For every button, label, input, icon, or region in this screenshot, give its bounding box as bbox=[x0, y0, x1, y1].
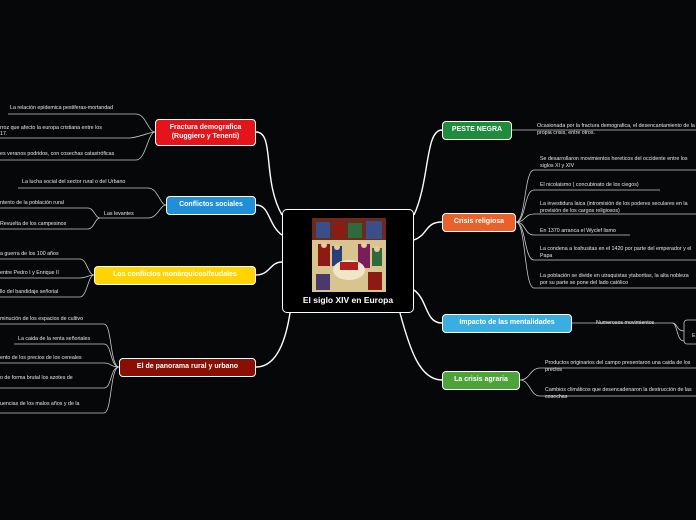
central-topic[interactable]: El siglo XIV en Europa bbox=[282, 209, 414, 313]
topic-impacto-mentalidades[interactable]: Impacto de las mentalidades bbox=[442, 314, 572, 333]
leaf-panorama-5[interactable]: uencias de los malos años y de la bbox=[0, 401, 80, 407]
leaf-fractura-1[interactable]: La relación epidemica pestiferas-mortand… bbox=[10, 105, 114, 111]
leaf-conflictos-levantes[interactable]: Las levantes bbox=[104, 211, 134, 217]
leaf-crisis-1[interactable]: Se desarrollaron movimientos hereticos d… bbox=[540, 156, 688, 170]
medieval-miniature-image bbox=[312, 218, 386, 292]
leaf-panorama-2[interactable]: La caida de la renta señoriales bbox=[18, 336, 91, 342]
leaf-panorama-3[interactable]: ento de los precios de los cereales bbox=[0, 355, 82, 361]
leaf-panorama-1[interactable]: minución de los espacios de cultivo bbox=[0, 316, 84, 322]
central-title: El siglo XIV en Europa bbox=[302, 295, 394, 305]
topic-crisis-religiosa[interactable]: Crisis religiosa bbox=[442, 213, 516, 232]
leaf-impacto-1[interactable]: Numerosos movimientos bbox=[596, 320, 655, 326]
leaf-peste-1[interactable]: Ocasionada por la fractura demografica, … bbox=[537, 123, 695, 137]
topic-conflictos-sociales[interactable]: Conflictos sociales bbox=[166, 196, 256, 215]
leaf-fractura-3[interactable]: es veranos podridos, con cosechas catast… bbox=[0, 151, 115, 157]
topic-panorama-rural-urbano[interactable]: El de panorama rural y urbano bbox=[119, 358, 256, 377]
leaf-fractura-2b[interactable]: 17. bbox=[0, 131, 8, 137]
leaf-panorama-4[interactable]: o de forma brutal los azotes de bbox=[0, 375, 73, 381]
leaf-crisis-6[interactable]: La población se divide en utraquistas yt… bbox=[540, 273, 689, 287]
leaf-impacto-2[interactable]: E bbox=[692, 333, 696, 339]
leaf-conflictos-2[interactable]: ntento de la población rural bbox=[0, 200, 64, 206]
leaf-agraria-2[interactable]: Cambios climáticos que desencadenaron la… bbox=[545, 387, 692, 401]
leaf-conflictos-3[interactable]: Revuelta de los campesinos bbox=[0, 221, 67, 227]
leaf-crisis-5[interactable]: La condena a loshusitas en el 1420 por p… bbox=[540, 246, 692, 260]
leaf-crisis-4[interactable]: En 1370 arranca el Wyclef lismo bbox=[540, 228, 616, 234]
leaf-monarquicos-3[interactable]: llo del bandidaje señorial bbox=[0, 289, 59, 295]
leaf-crisis-2[interactable]: El nicolaismo ( concubinato de los ciego… bbox=[540, 182, 639, 188]
leaf-monarquicos-2[interactable]: entre Pedro I y Enrique II bbox=[0, 270, 59, 276]
topic-crisis-agraria[interactable]: La crisis agraria bbox=[442, 371, 520, 390]
leaf-crisis-3[interactable]: La investidura laica (intromisión de los… bbox=[540, 201, 688, 215]
leaf-conflictos-1[interactable]: La lucha social del sector rural o del U… bbox=[22, 179, 126, 185]
topic-peste-negra[interactable]: PESTE NEGRA bbox=[442, 121, 512, 140]
leaf-agraria-1[interactable]: Productos originarios del campo presenta… bbox=[545, 360, 691, 374]
leaf-monarquicos-1[interactable]: a guerra de los 100 años bbox=[0, 251, 59, 257]
leaf-fractura-2[interactable]: rroz que afecto la europa cristiana entr… bbox=[0, 125, 102, 131]
topic-conflictos-monarquicos[interactable]: Los conflictos monárquicos/feudales bbox=[94, 266, 256, 285]
topic-fractura-demografica[interactable]: Fractura demografica (Ruggiero y Tenenti… bbox=[155, 119, 256, 146]
